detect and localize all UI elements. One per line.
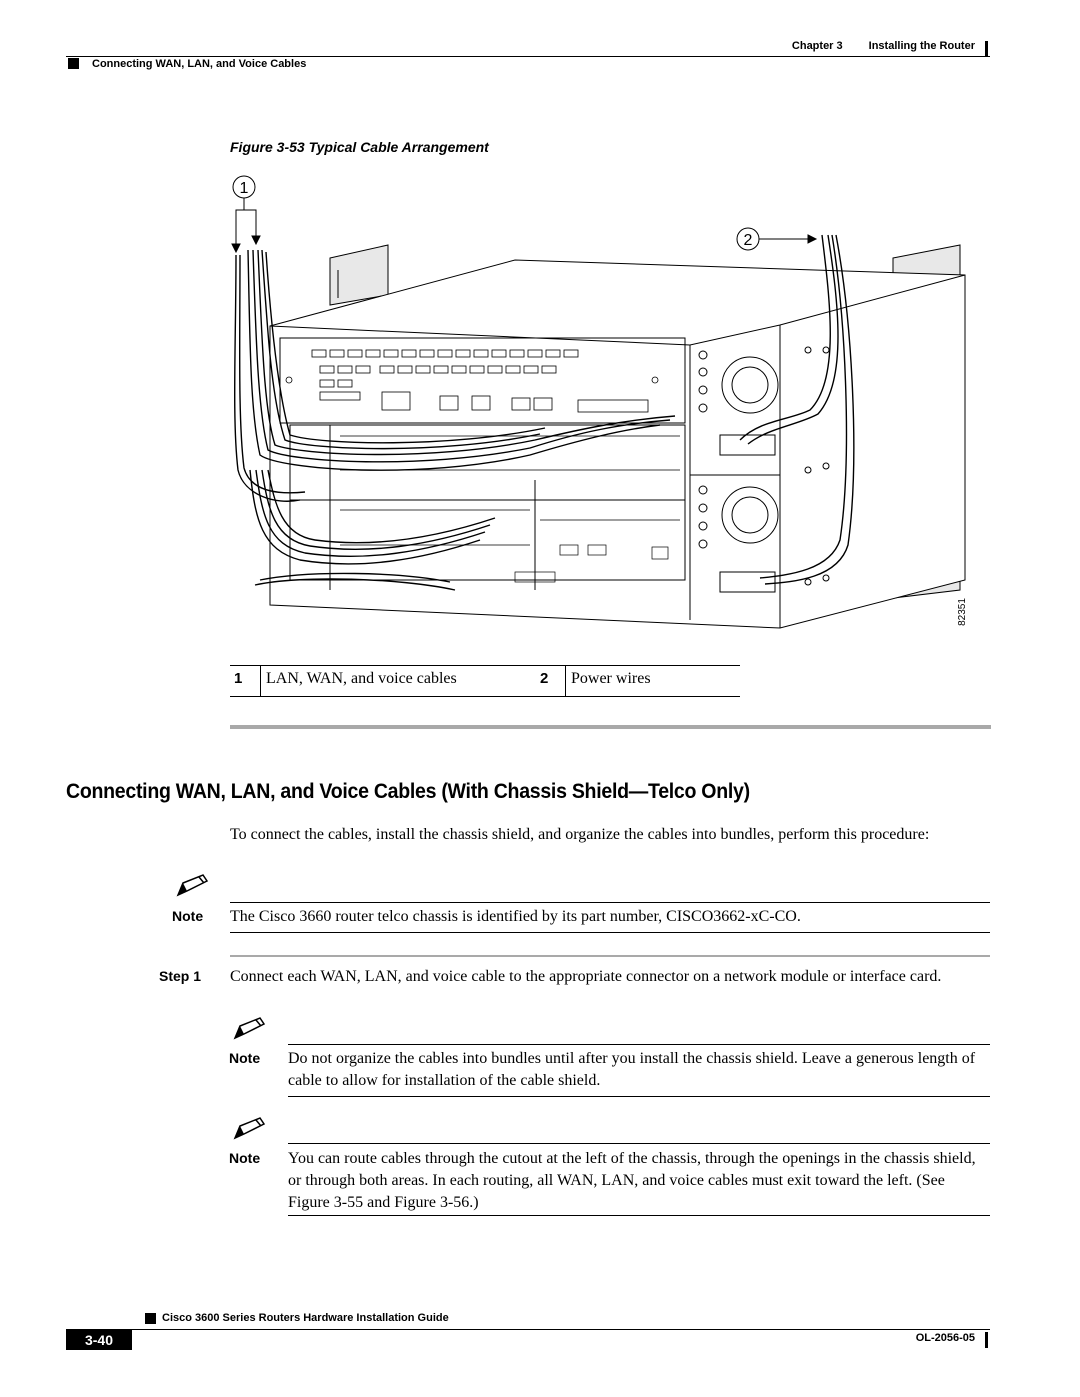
figure-caption: Figure 3-53 Typical Cable Arrangement	[230, 139, 489, 155]
note-pencil-icon	[233, 1017, 266, 1040]
note2-label: Note	[229, 1050, 261, 1066]
note3-text: You can route cables through the cutout …	[288, 1150, 976, 1211]
note2-top-rule	[288, 1044, 990, 1045]
footer-bar	[985, 1332, 988, 1348]
page-number: 3-40	[66, 1330, 132, 1350]
note2-bottom-rule	[288, 1096, 990, 1097]
note3-top-rule	[288, 1143, 990, 1144]
step1-label: Step 1	[159, 968, 202, 984]
note1-top-rule	[230, 902, 990, 903]
note-pencil-icon	[176, 874, 209, 897]
legend-text-1: LAN, WAN, and voice cables	[266, 670, 457, 687]
note1-text: The Cisco 3660 router telco chassis is i…	[230, 908, 801, 925]
note3-bottom-rule	[288, 1215, 990, 1216]
step-rule	[230, 955, 990, 957]
note1-label: Note	[172, 908, 204, 924]
footer-rule	[66, 1329, 990, 1330]
legend-num-1: 1	[234, 670, 243, 687]
footer-doc-number: OL-2056-05	[915, 1332, 975, 1344]
section-divider	[230, 725, 991, 729]
step1-text: Connect each WAN, LAN, and voice cable t…	[230, 968, 942, 985]
note2-text: Do not organize the cables into bundles …	[288, 1050, 976, 1089]
callout-1-label: 1	[240, 180, 249, 197]
note3-label: Note	[229, 1150, 261, 1166]
figure-legend: 1 LAN, WAN, and voice cables 2 Power wir…	[230, 665, 740, 697]
header-marker	[68, 58, 79, 69]
router-cable-illustration: 1 2	[231, 175, 968, 629]
header-bar	[985, 41, 988, 57]
note-pencil-icon	[233, 1117, 266, 1140]
intro-paragraph: To connect the cables, install the chass…	[230, 826, 930, 843]
legend-num-2: 2	[540, 670, 549, 687]
section-title: Connecting WAN, LAN, and Voice Cables (W…	[66, 780, 750, 803]
art-id: 82351	[957, 598, 968, 626]
note1-bottom-rule	[230, 932, 990, 933]
callout-2-label: 2	[744, 232, 753, 249]
footer-guide-title: Cisco 3600 Series Routers Hardware Insta…	[162, 1312, 449, 1324]
header-rule	[66, 56, 990, 57]
legend-text-2: Power wires	[571, 670, 651, 687]
footer-marker	[145, 1313, 156, 1324]
header-section: Connecting WAN, LAN, and Voice Cables	[92, 58, 307, 70]
